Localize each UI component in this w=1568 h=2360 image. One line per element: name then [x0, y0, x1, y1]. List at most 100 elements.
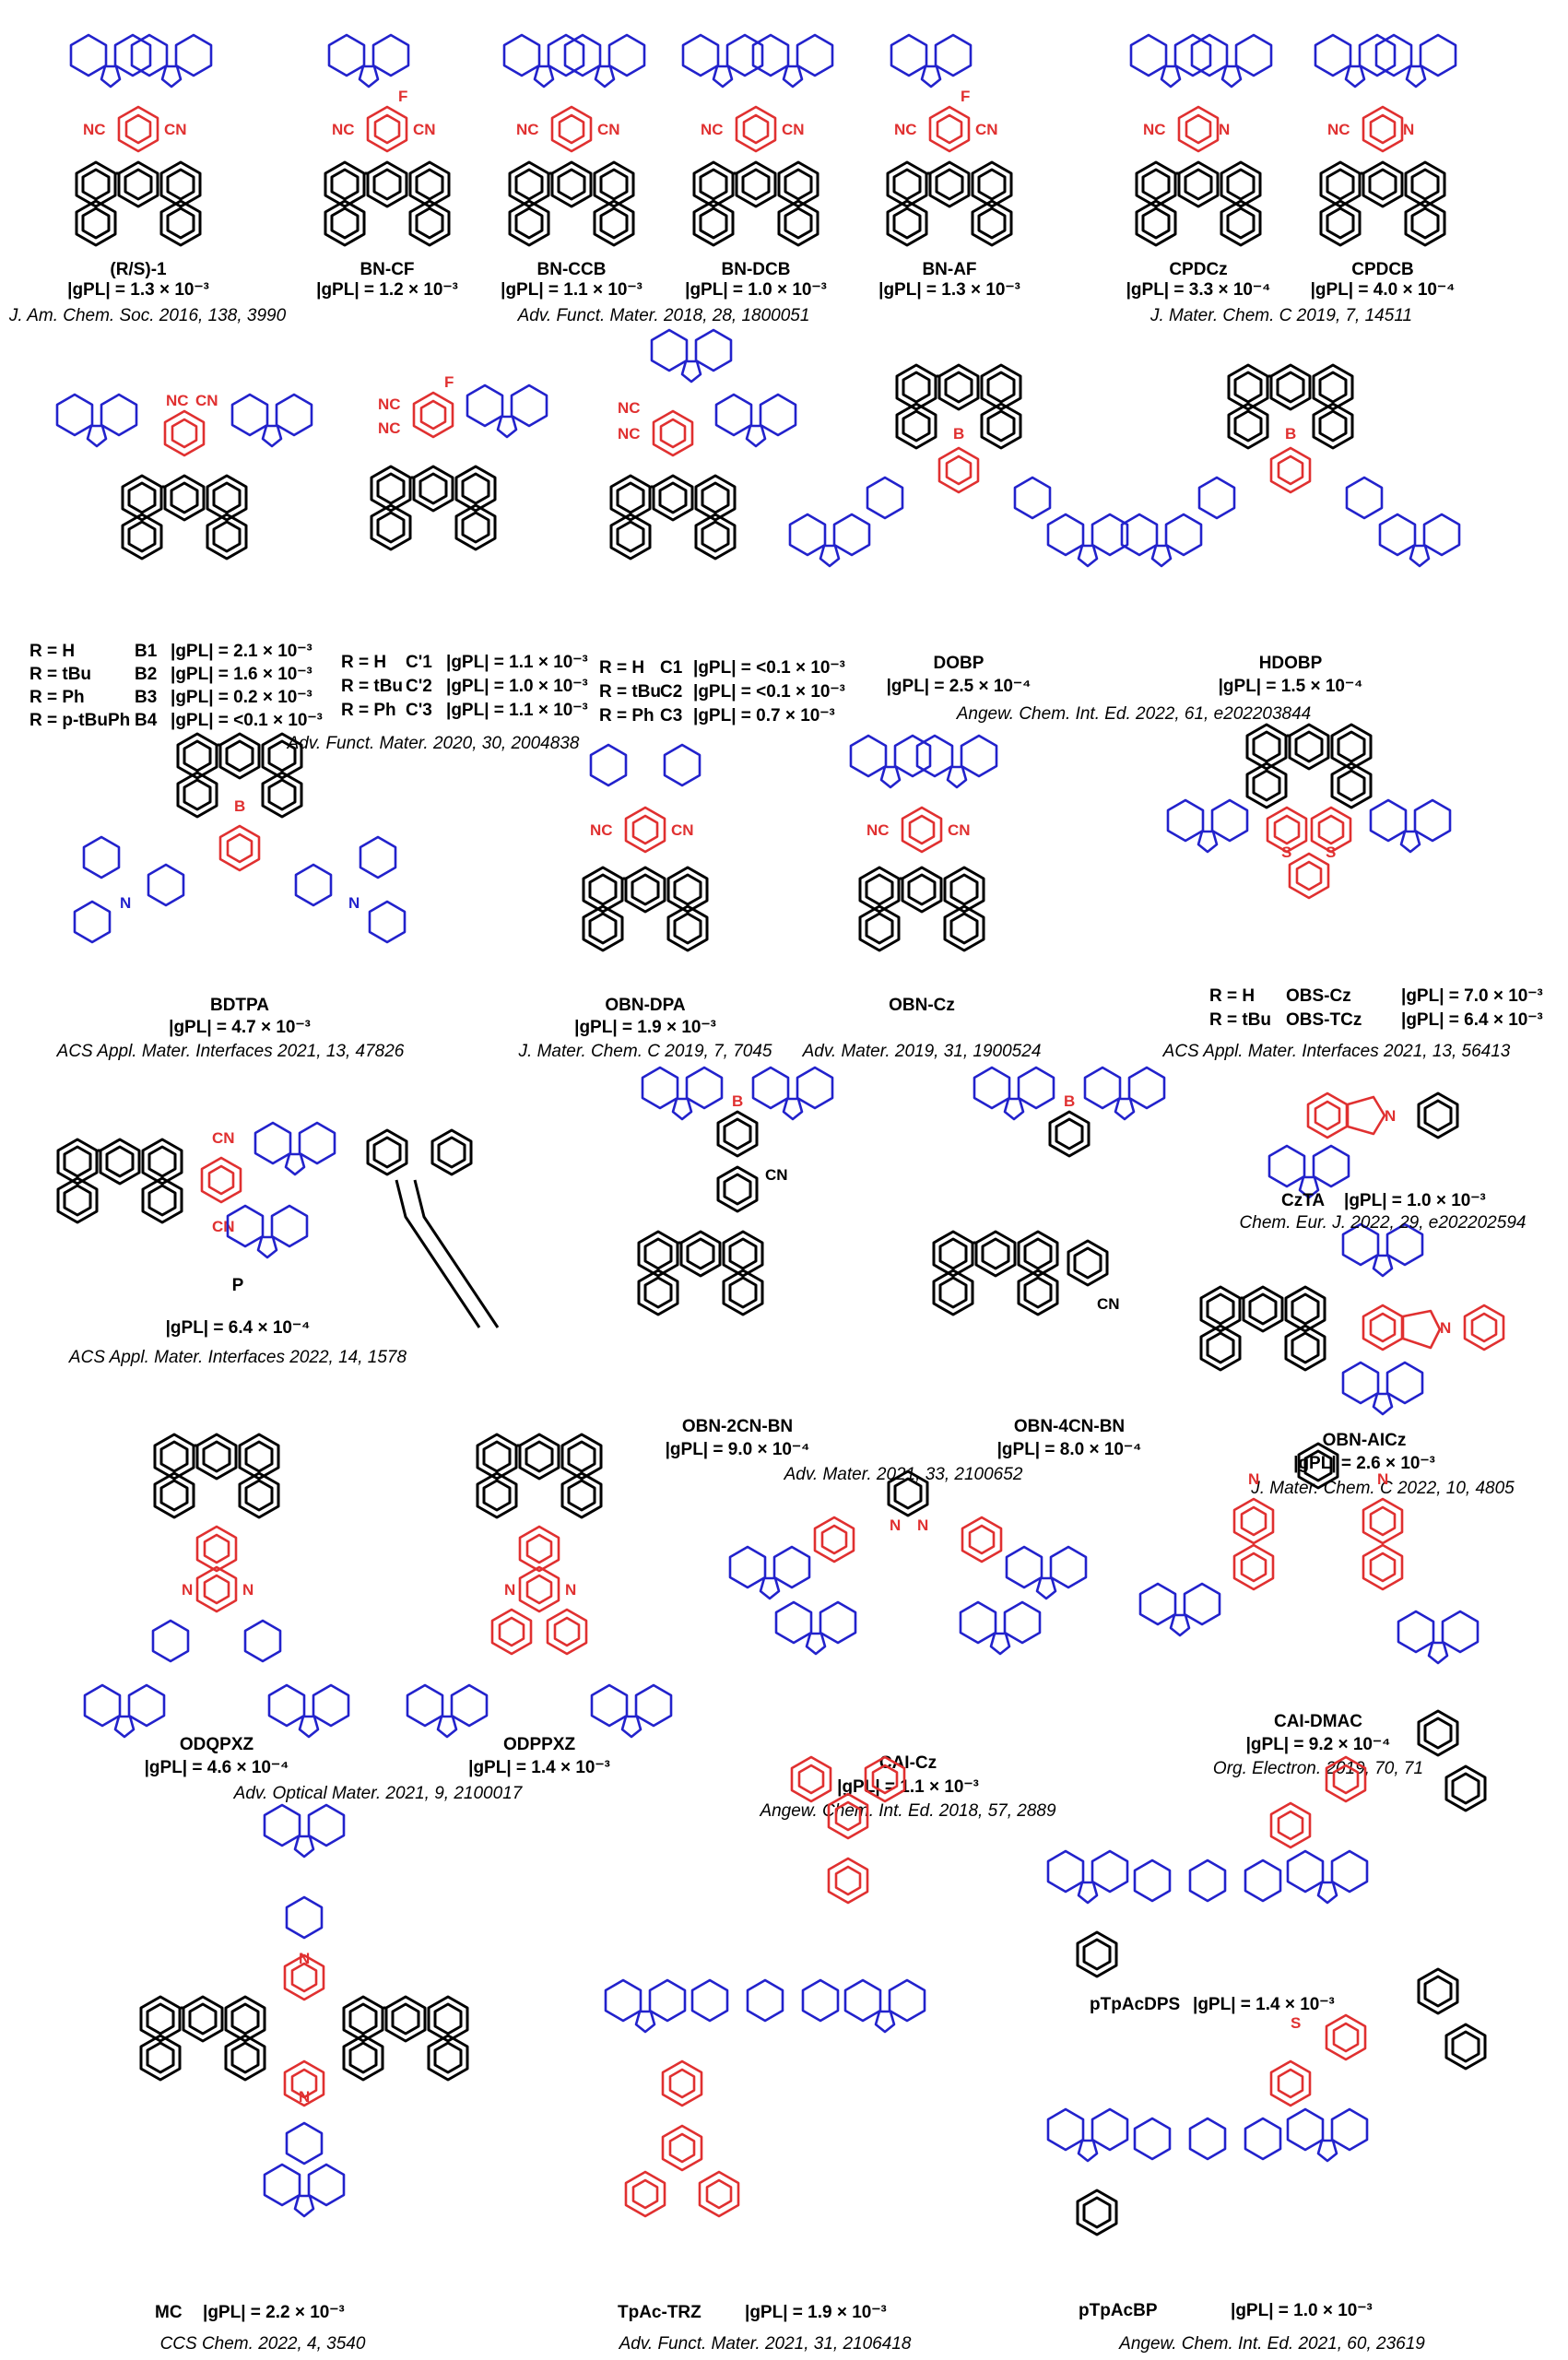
substituent: R = H: [599, 658, 644, 678]
molecule-obn-dpa-structure: NC CN: [584, 743, 707, 950]
svg-text:N: N: [182, 1581, 193, 1599]
molecule-name: DOBP: [934, 654, 984, 673]
svg-text:NC: NC: [1327, 121, 1350, 138]
reference: Chem. Eur. J. 2022, 29, e202202594: [1240, 1213, 1527, 1233]
reference: CCS Chem. 2022, 4, 3540: [160, 2334, 366, 2354]
svg-text:NC: NC: [378, 395, 401, 413]
gpl-value: |gPL| = 1.4 × 10⁻³: [468, 1758, 610, 1777]
svg-text:CN: CN: [671, 821, 694, 839]
gpl-value: |gPL| = 1.1 × 10⁻³: [446, 653, 588, 672]
gpl-value: |gPL| = 2.6 × 10⁻³: [1293, 1454, 1435, 1473]
svg-text:N: N: [565, 1581, 576, 1599]
gpl-value: |gPL| = 1.3 × 10⁻³: [878, 280, 1020, 300]
substituent: R = H: [341, 653, 386, 672]
molecule-name: CPDCz: [1169, 260, 1227, 279]
molecule-name: (R/S)-1: [110, 260, 167, 279]
substituent: R = Ph: [29, 688, 85, 707]
gpl-value: |gPL| = 8.0 × 10⁻⁴: [997, 1440, 1142, 1459]
molecule-name: BDTPA: [210, 996, 269, 1015]
molecule-name: OBN-Cz: [889, 996, 955, 1015]
reference: Angew. Chem. Int. Ed. 2018, 57, 2889: [759, 1801, 1056, 1821]
svg-text:N: N: [890, 1516, 901, 1534]
molecule-name: CPDCB: [1351, 260, 1414, 279]
gpl-value: |gPL| = 1.6 × 10⁻³: [171, 665, 312, 684]
svg-text:NC: NC: [618, 399, 641, 417]
reference: J. Mater. Chem. C 2022, 10, 4805: [1250, 1479, 1515, 1498]
gpl-value: |gPL| = 1.0 × 10⁻³: [1231, 2301, 1373, 2320]
svg-text:NC: NC: [618, 425, 641, 442]
gpl-value: |gPL| = 6.4 × 10⁻⁴: [166, 1318, 311, 1338]
svg-text:N: N: [504, 1581, 515, 1599]
compound-id: OBS-Cz: [1286, 986, 1351, 1006]
svg-text:N: N: [1403, 121, 1414, 138]
svg-text:NC: NC: [590, 821, 613, 839]
gpl-value: |gPL| = 4.7 × 10⁻³: [169, 1018, 311, 1037]
svg-text:CN: CN: [212, 1218, 235, 1235]
compound-id: C2: [660, 682, 682, 702]
reference: Adv. Funct. Mater. 2020, 30, 2004838: [287, 734, 580, 753]
svg-text:N: N: [1385, 1107, 1396, 1125]
molecule-hdobp-structure: B: [1122, 365, 1459, 566]
molecule-cpdcb-structure: NC N: [1315, 35, 1456, 245]
molecule-mc-structure: N N: [141, 1805, 467, 2216]
gpl-value: |gPL| = 1.4 × 10⁻³: [1193, 1995, 1335, 2014]
molecule-name: ODQPXZ: [180, 1735, 254, 1754]
compound-id: OBS-TCz: [1286, 1010, 1362, 1030]
molecule-name: pTpAcDPS: [1090, 1995, 1180, 2014]
molecule-name: ODPPXZ: [503, 1735, 576, 1754]
svg-text:S: S: [1326, 844, 1336, 861]
compound-id: C'3: [406, 701, 432, 720]
gpl-value: |gPL| = 4.0 × 10⁻⁴: [1311, 280, 1456, 300]
compound-id: B3: [135, 688, 157, 707]
reference: Adv. Funct. Mater. 2018, 28, 1800051: [517, 306, 810, 325]
substituent: R = H: [29, 642, 75, 661]
svg-text:NC: NC: [332, 121, 355, 138]
svg-text:NC: NC: [166, 392, 189, 409]
row-6: N N S: [141, 1709, 1487, 2354]
molecule-obn-2cn-bn-structure: B CN: [639, 1068, 832, 1315]
svg-text:CN: CN: [413, 121, 436, 138]
svg-text:CN: CN: [164, 121, 187, 138]
gpl-value: |gPL| = 2.2 × 10⁻³: [203, 2303, 345, 2322]
substituent: R = H: [1209, 986, 1255, 1006]
gpl-value: |gPL| = 1.0 × 10⁻³: [446, 677, 588, 696]
compound-id: C'2: [406, 677, 432, 696]
molecule-name: MC: [155, 2303, 183, 2322]
svg-text:B: B: [234, 797, 245, 815]
compound-id: B2: [135, 665, 157, 684]
svg-text:CN: CN: [212, 1129, 235, 1147]
svg-text:S: S: [1281, 844, 1291, 861]
molecule-name: TpAc-TRZ: [618, 2303, 701, 2322]
molecule-name: BN-DCB: [722, 260, 791, 279]
molecule-name: HDOBP: [1259, 654, 1323, 673]
svg-text:N: N: [299, 1950, 310, 1967]
gpl-value: |gPL| = 6.4 × 10⁻³: [1401, 1010, 1543, 1030]
molecule-dobp-structure: B: [790, 365, 1127, 566]
compound-id: B4: [135, 711, 158, 730]
reference: ACS Appl. Mater. Interfaces 2022, 14, 15…: [68, 1348, 407, 1367]
compound-id: C'1: [406, 653, 432, 672]
svg-text:NC: NC: [867, 821, 890, 839]
reference: ACS Appl. Mater. Interfaces 2021, 13, 56…: [1162, 1042, 1511, 1061]
gpl-value: |gPL| = 1.1 × 10⁻³: [446, 701, 588, 720]
molecule-name: OBN-AICz: [1323, 1431, 1407, 1450]
gpl-value: |gPL| = 1.2 × 10⁻³: [316, 280, 458, 300]
gpl-value: |gPL| = 1.3 × 10⁻³: [67, 280, 209, 300]
gpl-value: |gPL| = 1.1 × 10⁻³: [501, 280, 643, 300]
svg-text:CN: CN: [597, 121, 620, 138]
reference: Angew. Chem. Int. Ed. 2022, 61, e2022038…: [956, 704, 1312, 724]
molecule-name: BN-CF: [360, 260, 414, 279]
